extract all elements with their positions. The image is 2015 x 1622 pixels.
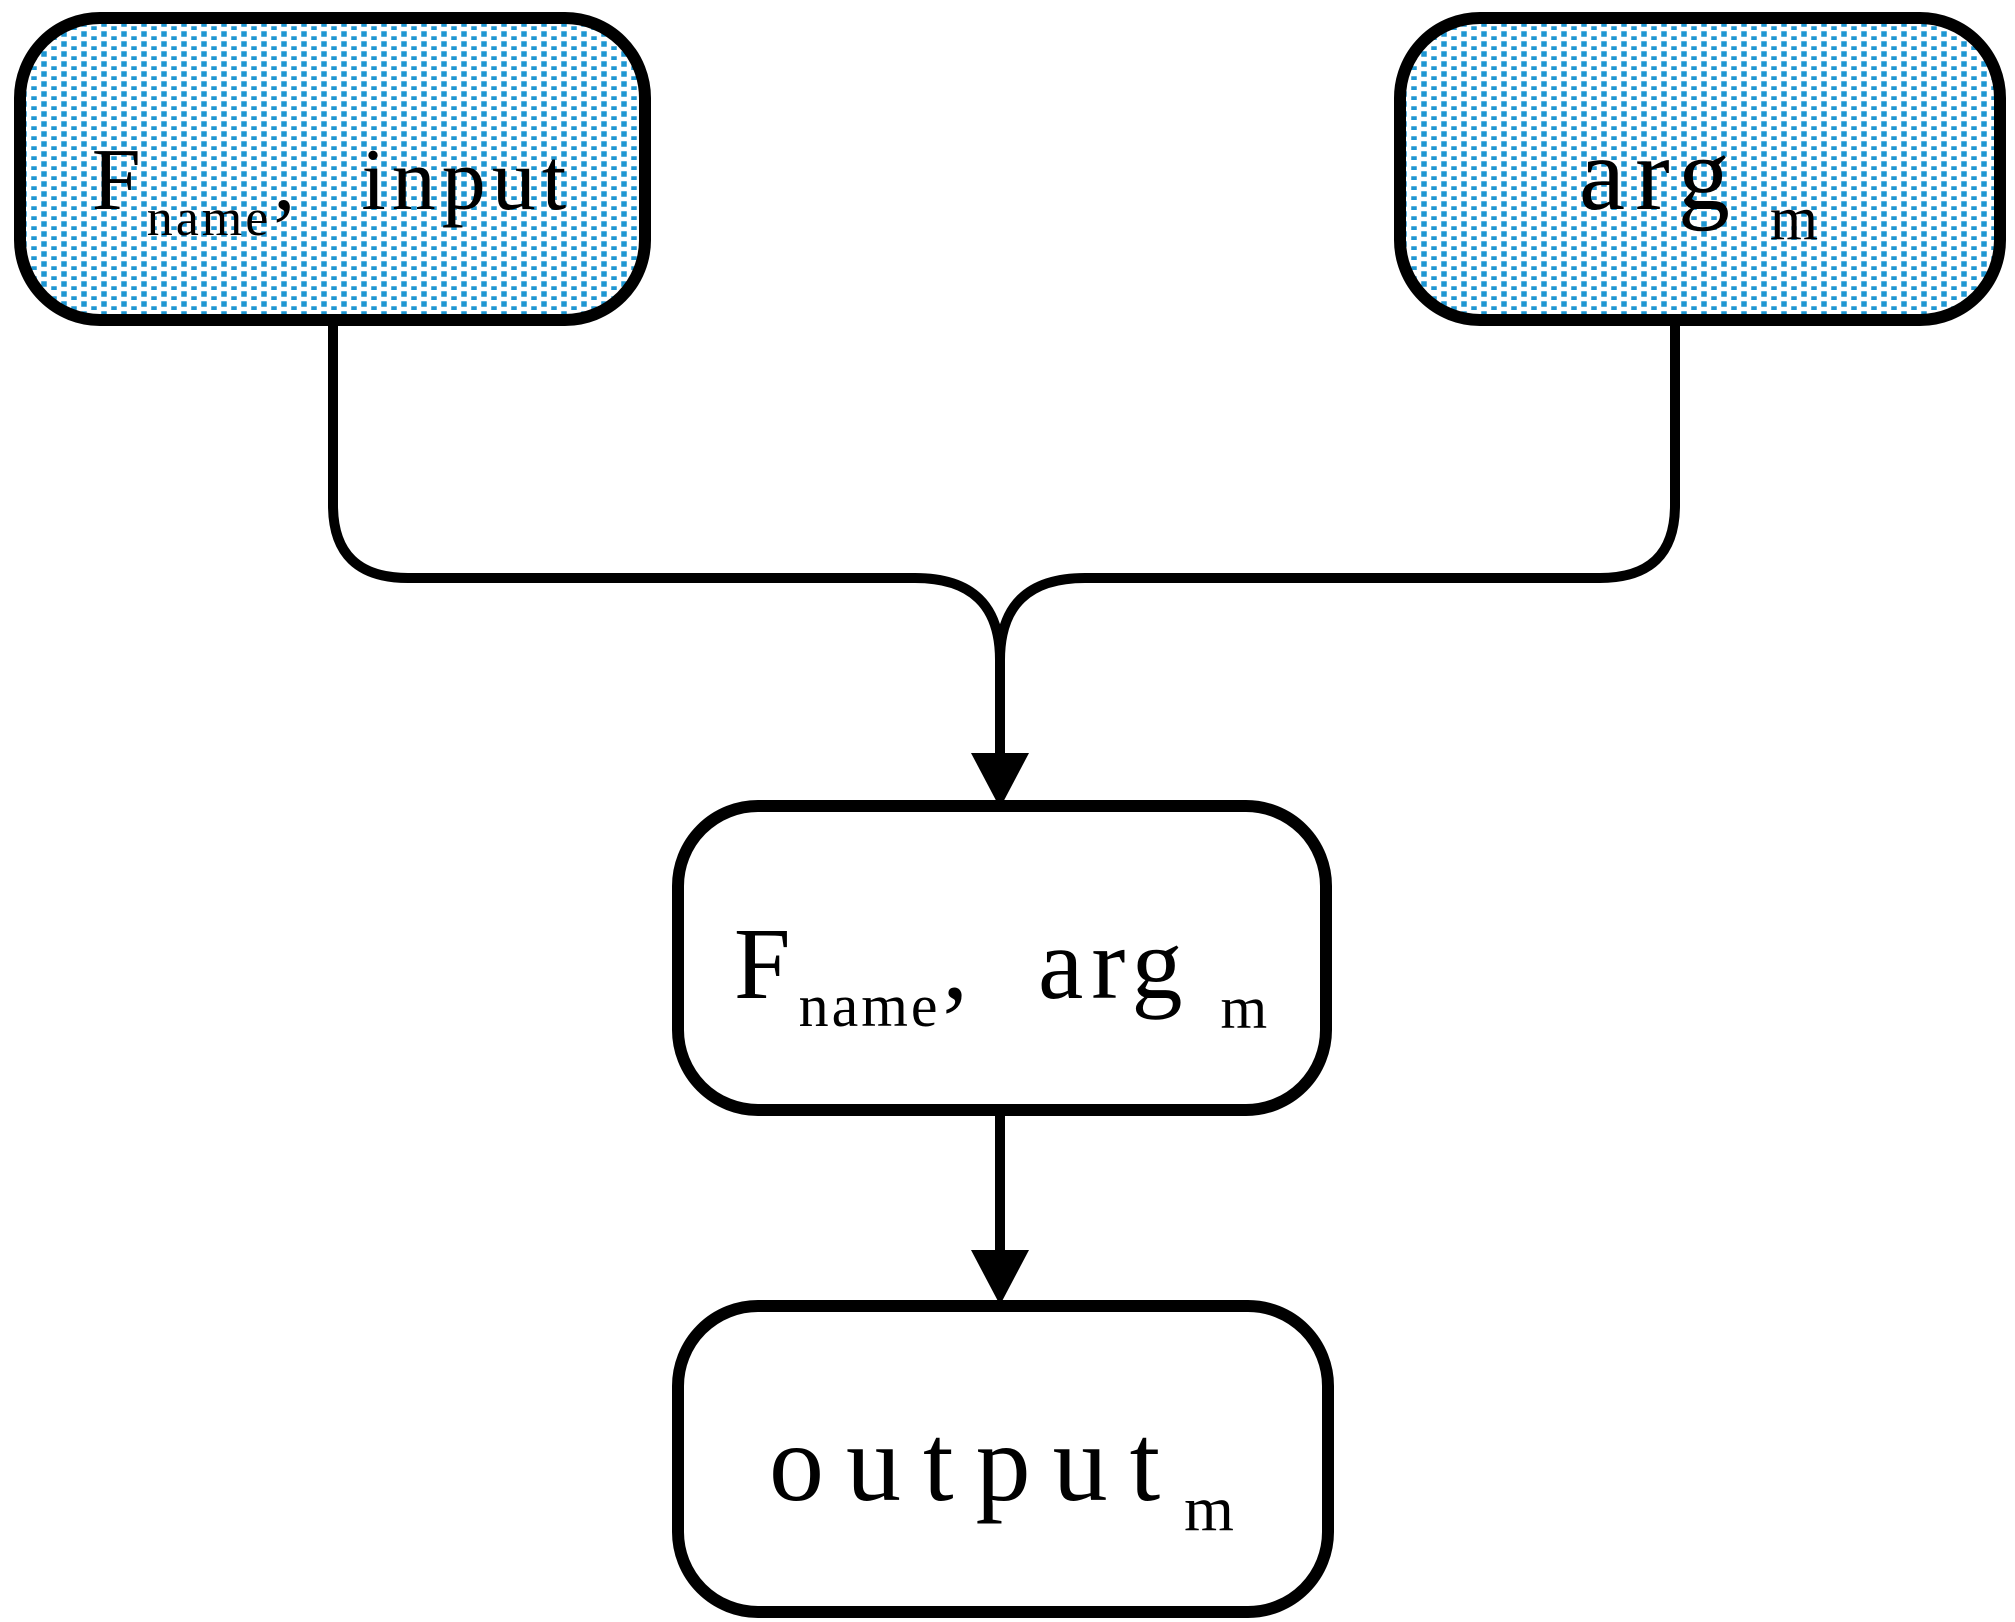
node-output-m — [672, 1300, 1334, 1618]
label-main: arg — [1038, 908, 1190, 1021]
node-fname-input — [14, 12, 651, 326]
node-fname-arg — [672, 800, 1332, 1116]
label-subscript: m — [1184, 1473, 1237, 1544]
label-main: F — [734, 908, 799, 1021]
arrowhead-into-fname-arg — [971, 753, 1029, 808]
label-main: output — [769, 1402, 1182, 1524]
label-comma: , — [943, 908, 977, 1021]
edge-arg-to-merge — [995, 320, 1680, 661]
label-comma: , — [273, 132, 301, 229]
node-arg-m — [1394, 12, 2006, 326]
arrowhead-into-output — [971, 1250, 1029, 1305]
edge-fname-input-to-merge — [328, 320, 1005, 760]
label-main: arg — [1579, 117, 1740, 232]
label-main: F — [92, 132, 147, 229]
label-subscript: name — [799, 973, 941, 1039]
label-main: input — [361, 132, 572, 229]
label-subscript: m — [1770, 185, 1821, 253]
label-output-m: outputm — [769, 1402, 1237, 1544]
label-fname-input: Fname, input — [92, 132, 572, 247]
label-subscript: name — [147, 190, 272, 247]
label-subscript: m — [1220, 975, 1270, 1041]
